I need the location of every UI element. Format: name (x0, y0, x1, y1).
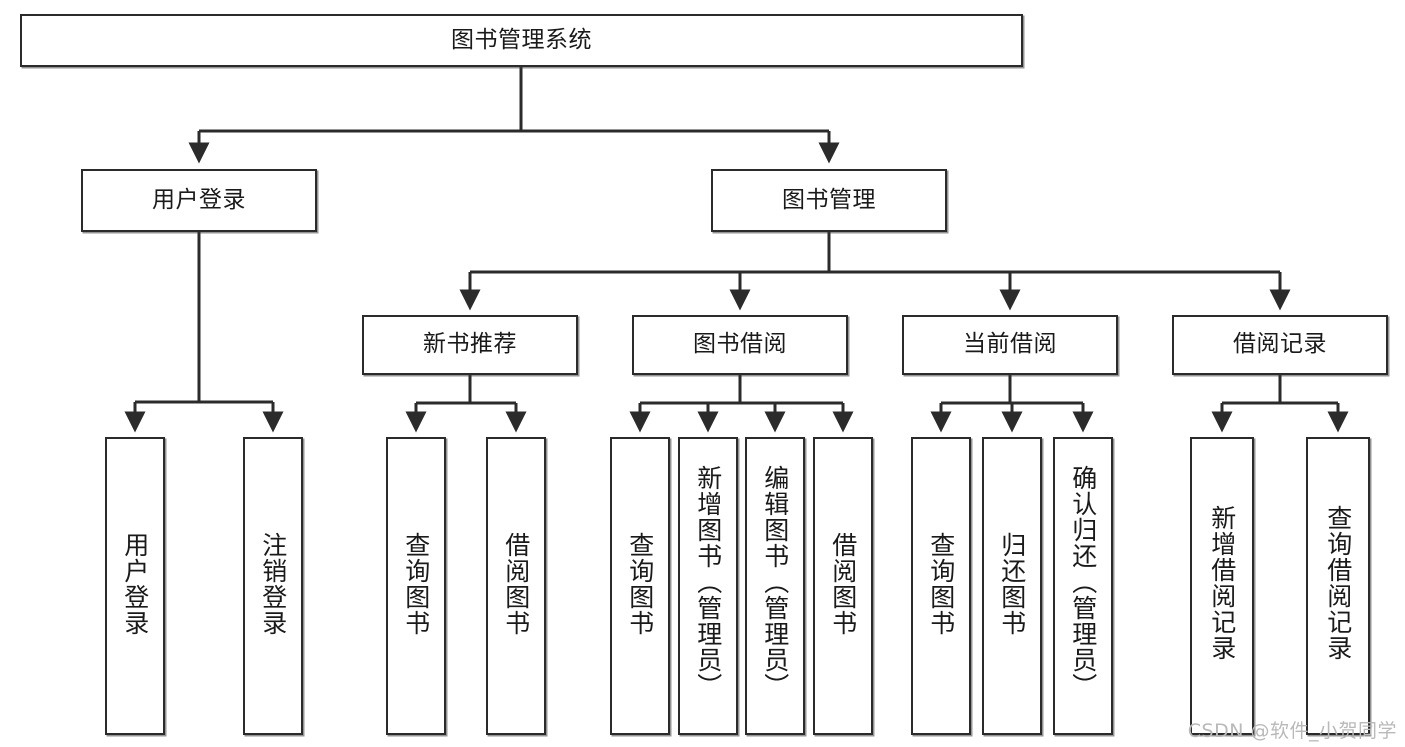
edges-bookmanage-to-level2 (459, 232, 1291, 311)
node-query-borrow-record-label: 查询借阅记录 (1323, 505, 1353, 661)
node-query-book-2-label: 查询图书 (625, 532, 655, 636)
node-book-manage[interactable]: 图书管理 (711, 169, 947, 232)
node-query-book-1-label: 查询图书 (401, 532, 431, 636)
edges-bookborrow-to-leaves (629, 375, 854, 433)
node-query-borrow-record[interactable]: 查询借阅记录 (1306, 437, 1370, 735)
node-edit-book-admin[interactable]: 编辑图书（管理员） (745, 437, 805, 735)
node-borrow-book-1[interactable]: 借阅图书 (486, 437, 546, 735)
node-book-manage-label: 图书管理 (782, 186, 876, 213)
node-root[interactable]: 图书管理系统 (20, 14, 1023, 67)
node-new-book-recommend-label: 新书推荐 (423, 331, 517, 358)
node-query-book-3[interactable]: 查询图书 (911, 437, 971, 735)
node-query-book-2[interactable]: 查询图书 (610, 437, 670, 735)
node-borrow-record-label: 借阅记录 (1233, 331, 1327, 358)
node-add-borrow-record[interactable]: 新增借阅记录 (1190, 437, 1254, 735)
node-query-book-1[interactable]: 查询图书 (386, 437, 446, 735)
node-new-book-recommend[interactable]: 新书推荐 (362, 315, 578, 375)
edges-currentborrow-to-leaves (930, 375, 1094, 433)
node-confirm-return-admin[interactable]: 确认归还（管理员） (1053, 437, 1113, 735)
node-borrow-record[interactable]: 借阅记录 (1172, 315, 1388, 375)
node-confirm-return-admin-label: 确认归还（管理员） (1068, 465, 1098, 699)
edges-root-to-level1 (188, 67, 840, 164)
node-root-label: 图书管理系统 (451, 26, 592, 53)
node-add-book-admin-label: 新增图书（管理员） (693, 465, 723, 699)
node-user-logout-leaf-label: 注销登录 (258, 532, 288, 636)
node-return-book[interactable]: 归还图书 (982, 437, 1042, 735)
edges-borrowrecord-to-leaves (1211, 375, 1349, 433)
csdn-watermark: CSDN @软件_小贺同学 (1187, 720, 1397, 742)
node-user-login-leaf[interactable]: 用户登录 (105, 437, 165, 735)
node-borrow-book-2[interactable]: 借阅图书 (813, 437, 873, 735)
node-add-book-admin[interactable]: 新增图书（管理员） (678, 437, 738, 735)
node-book-borrow[interactable]: 图书借阅 (632, 315, 848, 375)
edges-newbook-to-leaves (405, 375, 527, 433)
node-user-login-leaf-label: 用户登录 (120, 532, 150, 636)
node-edit-book-admin-label: 编辑图书（管理员） (760, 465, 790, 699)
node-current-borrow-label: 当前借阅 (963, 331, 1057, 358)
node-borrow-book-2-label: 借阅图书 (828, 532, 858, 636)
node-book-borrow-label: 图书借阅 (693, 331, 787, 358)
node-borrow-book-1-label: 借阅图书 (501, 532, 531, 636)
node-user-logout-leaf[interactable]: 注销登录 (243, 437, 303, 735)
node-current-borrow[interactable]: 当前借阅 (902, 315, 1118, 375)
node-return-book-label: 归还图书 (997, 532, 1027, 636)
node-query-book-3-label: 查询图书 (926, 532, 956, 636)
node-add-borrow-record-label: 新增借阅记录 (1207, 505, 1237, 661)
node-user-login-label: 用户登录 (152, 186, 246, 213)
node-user-login[interactable]: 用户登录 (81, 169, 317, 232)
edges-booklogin-to-leaves (124, 232, 284, 433)
